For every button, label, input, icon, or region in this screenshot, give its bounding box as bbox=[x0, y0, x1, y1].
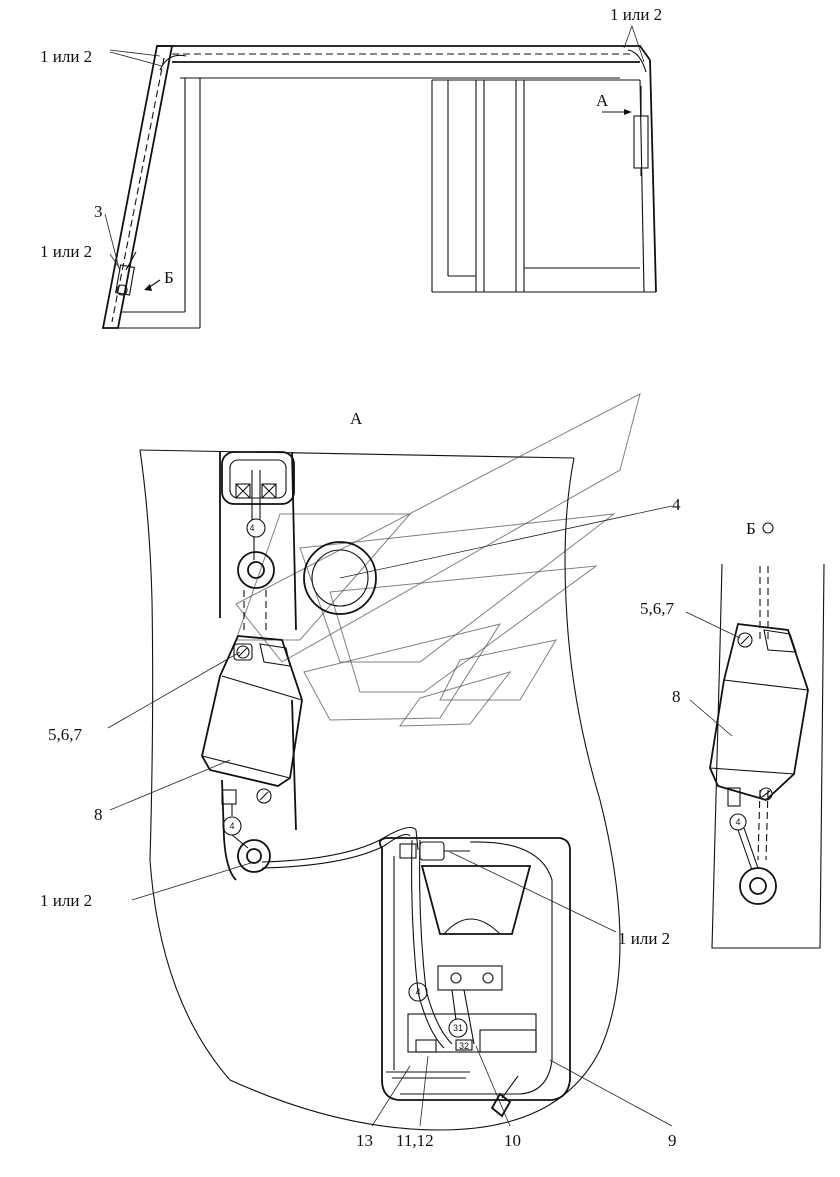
label-4: 4 bbox=[672, 495, 681, 514]
label-top-right-1: 1 или 2 bbox=[610, 5, 662, 24]
label-8: 8 bbox=[94, 805, 103, 824]
callout-4-b: 4 bbox=[735, 817, 740, 827]
view-a-title: А bbox=[350, 409, 363, 428]
view-b-marker-icon bbox=[762, 522, 774, 534]
label-11-12: 11,12 bbox=[396, 1131, 434, 1150]
label-10: 10 bbox=[504, 1131, 521, 1150]
label-b-5-6-7: 5,6,7 bbox=[640, 599, 675, 618]
label-13: 13 bbox=[356, 1131, 373, 1150]
view-b-title: Б bbox=[746, 519, 756, 538]
label-1or2-hose: 1 или 2 bbox=[40, 891, 92, 910]
label-b-8: 8 bbox=[672, 687, 681, 706]
arrow-b-label: Б bbox=[164, 268, 174, 287]
label-top-left-1: 1 или 2 bbox=[40, 47, 92, 66]
arrow-a-label: А bbox=[596, 91, 609, 110]
label-5-6-7: 5,6,7 bbox=[48, 725, 83, 744]
callout-4-top: 4 bbox=[249, 523, 254, 533]
view-a-panel bbox=[107, 449, 673, 1131]
watermark-logo bbox=[235, 393, 641, 727]
label-3: 3 bbox=[94, 202, 103, 221]
view-b-panel: Б bbox=[685, 519, 825, 949]
label-1or2-nozzle: 1 или 2 bbox=[618, 929, 670, 948]
cab-overview bbox=[101, 25, 657, 329]
callout-31: 31 bbox=[453, 1023, 463, 1033]
callout-4-pump: 4 bbox=[415, 987, 420, 997]
label-left-low-1: 1 или 2 bbox=[40, 242, 92, 261]
label-9: 9 bbox=[668, 1131, 677, 1150]
callout-32: 32 bbox=[459, 1041, 469, 1051]
callout-4-low: 4 bbox=[229, 821, 234, 831]
